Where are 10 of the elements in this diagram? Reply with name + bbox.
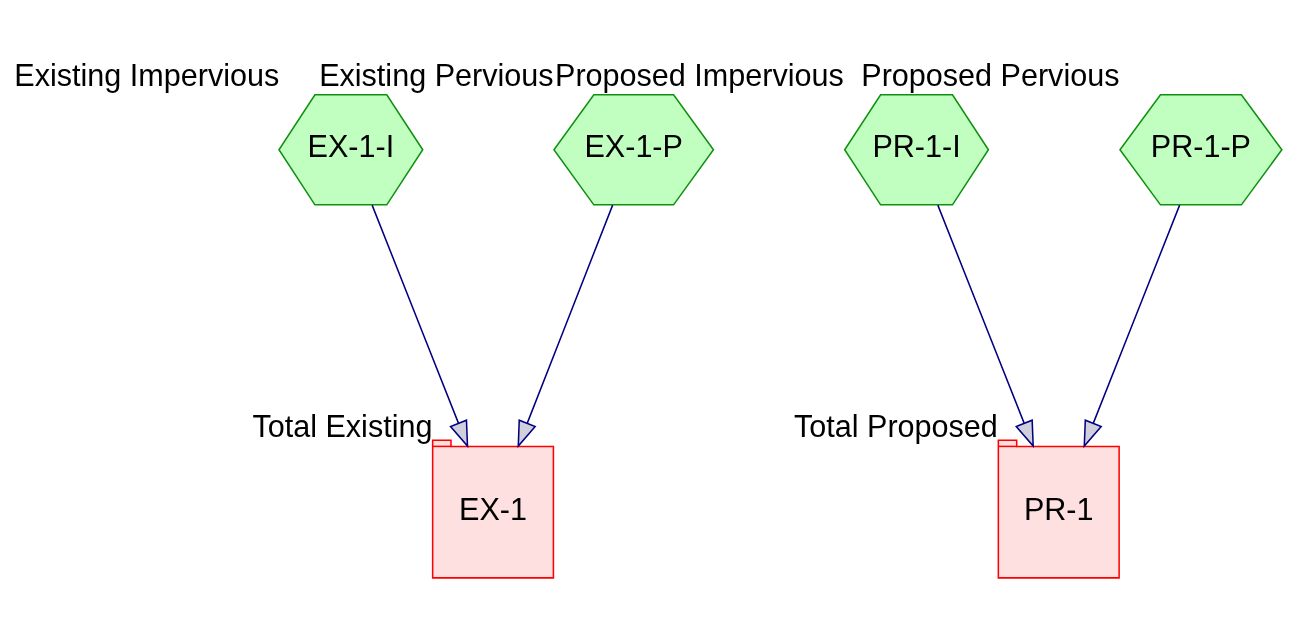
arrow: [1083, 204, 1181, 449]
arrow: [371, 204, 469, 449]
node-label: Existing Impervious: [14, 57, 280, 92]
node-label: Total Existing: [252, 409, 433, 444]
arrow: [937, 204, 1035, 449]
node-label: Total Proposed: [793, 409, 998, 444]
node-label: Proposed Impervious: [555, 57, 844, 92]
node-label: Existing Pervious: [319, 57, 554, 92]
node-label: Proposed Pervious: [861, 57, 1120, 92]
arrow: [517, 204, 614, 449]
